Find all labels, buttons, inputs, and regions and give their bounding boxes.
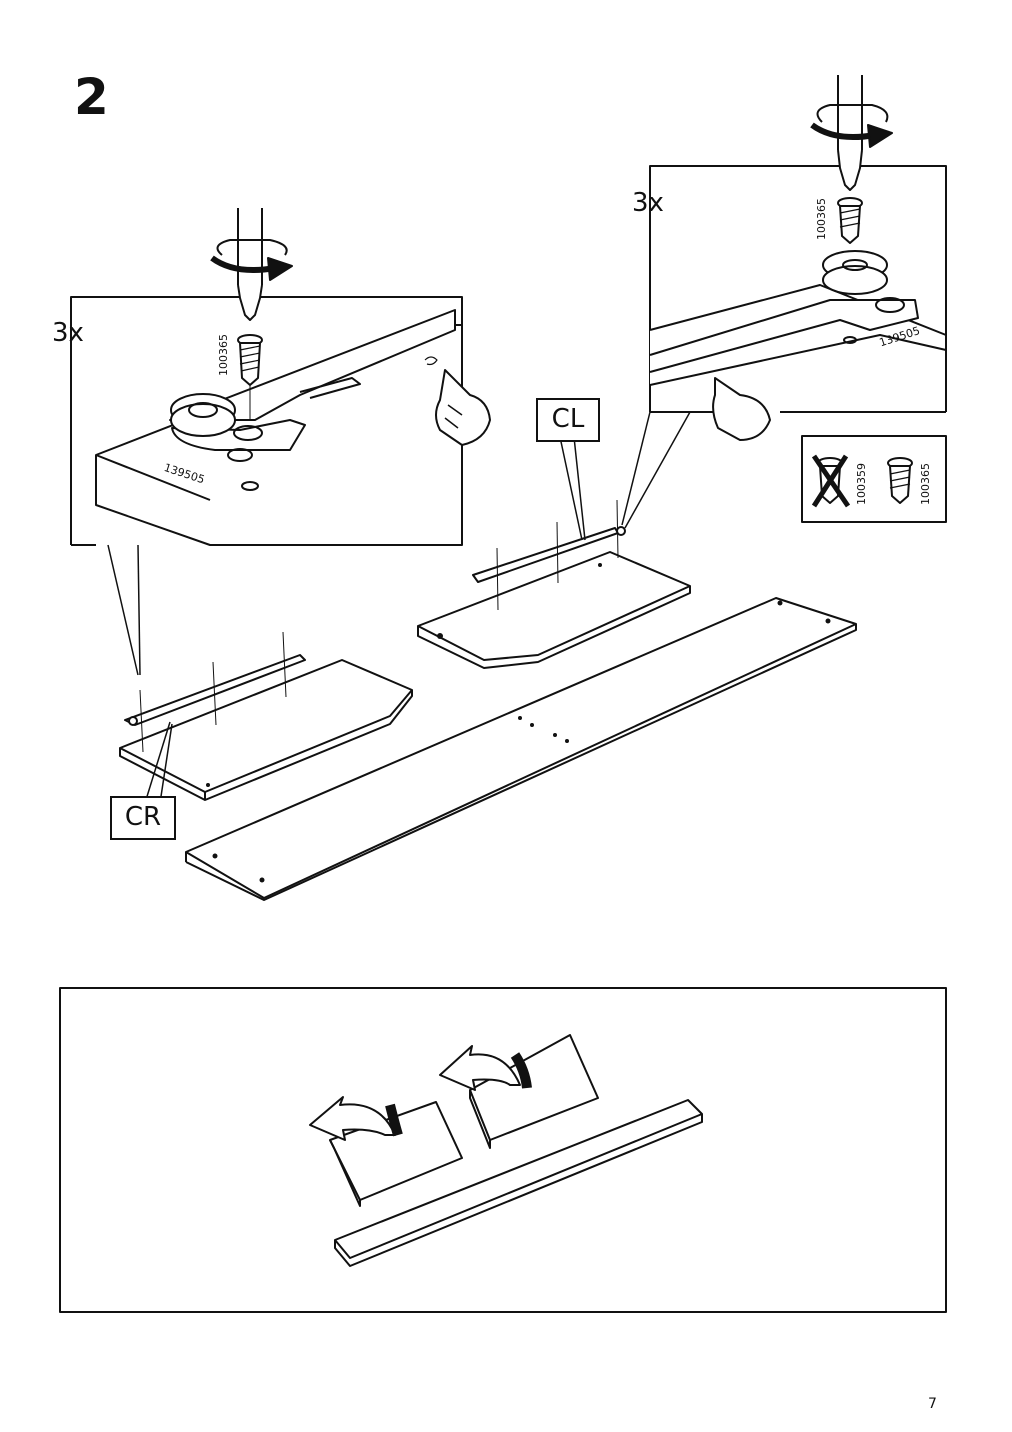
left-quantity: 3x (52, 318, 84, 348)
flip-long-board (334, 1099, 703, 1267)
cr-panel (119, 631, 413, 801)
left-detail-callout (70, 296, 491, 546)
page-number: 7 (928, 1396, 937, 1412)
legend-correct-part-number: 100365 (919, 463, 932, 505)
flip-panel-left (329, 1101, 463, 1207)
screwdriver-icon (837, 75, 863, 191)
cl-panel (417, 499, 691, 669)
rotate-clockwise-icon (210, 239, 293, 281)
screw-legend-box (801, 435, 947, 523)
cl-label: CL (536, 398, 600, 442)
flip-arrow-icon (439, 1045, 532, 1091)
right-quantity: 3x (632, 188, 664, 218)
long-board (185, 597, 857, 901)
legend-wrong-part-number: 100359 (855, 463, 868, 505)
right-screw-part-number: 100365 (815, 198, 828, 240)
step-number: 2 (74, 68, 109, 126)
pointing-hand-icon (435, 369, 491, 446)
screw-icon (837, 197, 863, 244)
flip-diagram-frame (59, 987, 947, 1313)
cr-label: CR (110, 796, 176, 840)
right-detail-callout (649, 165, 947, 441)
screw-icon (887, 457, 913, 504)
wrong-screw-icon (811, 454, 851, 508)
rotate-clockwise-icon (810, 104, 893, 148)
left-screw-part-number: 100365 (217, 334, 230, 376)
flip-panel-right (469, 1034, 599, 1149)
flip-arrow-icon (309, 1096, 403, 1141)
pointing-hand-icon (712, 377, 771, 441)
screwdriver-icon (237, 208, 263, 321)
screw-icon (237, 334, 263, 386)
